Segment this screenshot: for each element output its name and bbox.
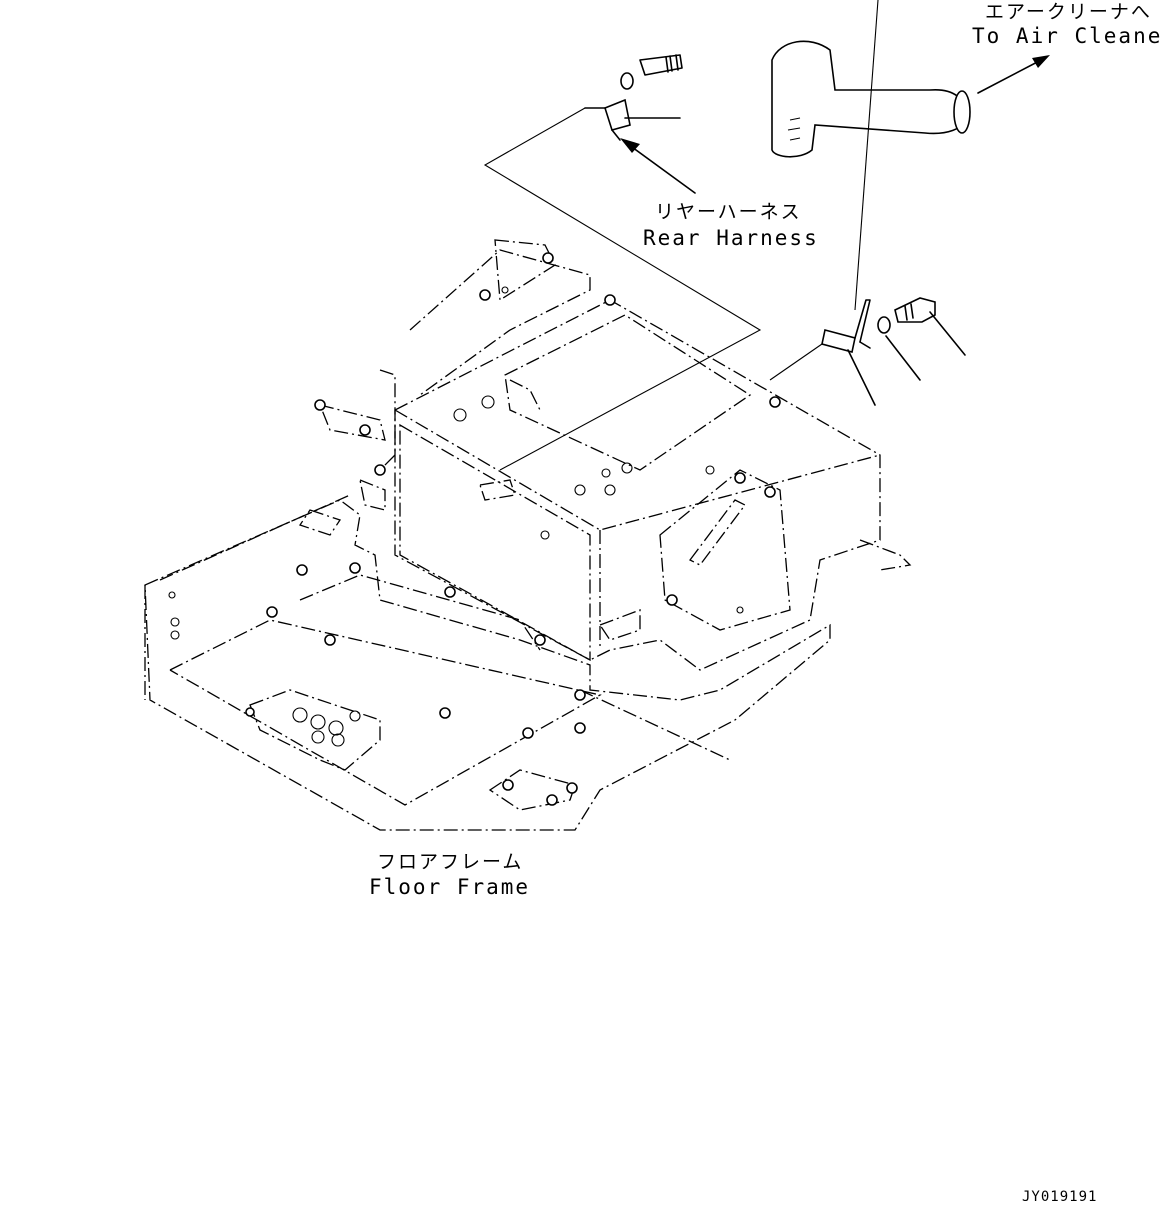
floor-frame-label-en: Floor Frame <box>369 875 531 899</box>
floor-frame <box>144 494 831 831</box>
rear-harness-label-jp: リヤーハーネス <box>655 201 802 223</box>
hose-clamp-assembly <box>769 297 966 406</box>
console-body <box>318 239 912 671</box>
air-cleaner-arrow <box>977 55 1050 94</box>
air-cleaner-label-en: To Air Cleaner <box>972 24 1163 48</box>
console-bolts <box>314 252 781 614</box>
rear-harness-clamp <box>483 54 762 471</box>
drawing-code: JY019191 <box>1022 1189 1098 1205</box>
floor-frame-label-jp: フロアフレーム <box>377 851 524 873</box>
rear-harness-label-en: Rear Harness <box>643 226 819 250</box>
air-cleaner-hose <box>771 0 971 311</box>
rear-harness-arrow <box>620 138 696 194</box>
air-cleaner-label-jp: エアークリーナへ <box>985 1 1152 23</box>
floor-bolts <box>168 562 586 806</box>
